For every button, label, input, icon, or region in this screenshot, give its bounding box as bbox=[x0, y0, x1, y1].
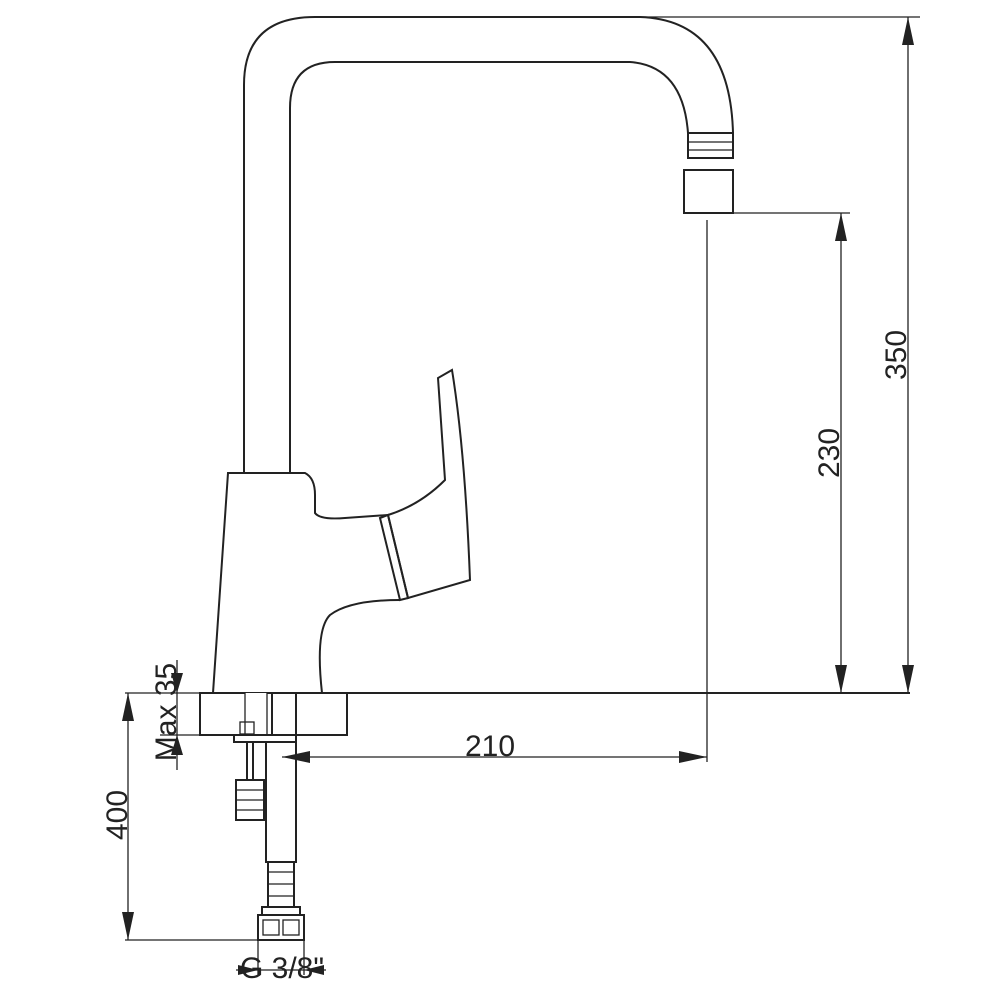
mounting-stud bbox=[233, 721, 297, 821]
total-height-label: 350 bbox=[880, 330, 913, 380]
spout bbox=[243, 16, 734, 473]
extension-lines bbox=[125, 16, 920, 975]
dimension-deck-thickness: Max 35 bbox=[150, 660, 183, 770]
dimension-total-height: 350 bbox=[880, 17, 914, 693]
dimension-connection-thread: G 3/8" bbox=[236, 952, 326, 985]
lever-handle bbox=[378, 368, 472, 602]
dimension-spout-reach: 210 bbox=[282, 730, 707, 763]
hose-length-label: 400 bbox=[101, 790, 134, 840]
dimension-hose-length: 400 bbox=[101, 693, 134, 940]
connection-thread-label: G 3/8" bbox=[240, 952, 324, 985]
faucet-body bbox=[200, 472, 401, 694]
countertop-section bbox=[199, 692, 910, 736]
deck-thickness-label: Max 35 bbox=[150, 663, 183, 761]
dimension-spout-height: 230 bbox=[813, 213, 847, 693]
spout-reach-label: 210 bbox=[465, 730, 515, 763]
supply-hose bbox=[257, 692, 305, 941]
aerator bbox=[683, 132, 734, 214]
spout-height-label: 230 bbox=[813, 428, 846, 478]
